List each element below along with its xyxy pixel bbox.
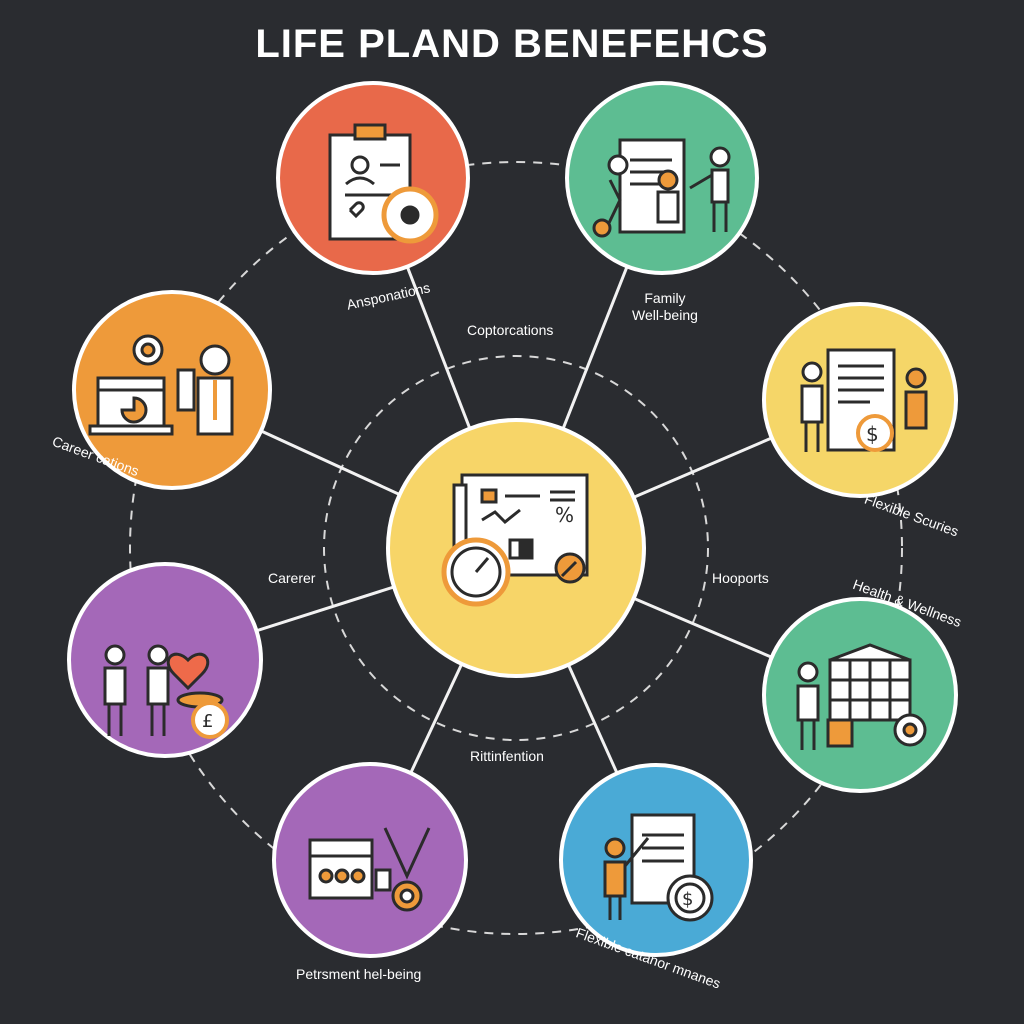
node-flexible-scuries[interactable]: $ [762, 302, 958, 498]
outer-dashed-ring [129, 161, 903, 935]
node-career-cations[interactable] [72, 290, 272, 490]
calendar-gear-icon [796, 643, 927, 750]
node-petrsment[interactable] [272, 762, 468, 958]
svg-text:$: $ [866, 422, 879, 446]
career-laptop-icon [88, 334, 234, 436]
center-label-right: Hooports [712, 570, 769, 586]
center-label-top: Coptorcations [467, 322, 554, 338]
node-6-label: Petrsment hel-being [296, 966, 422, 982]
svg-text:$: $ [682, 889, 693, 910]
node-family-well-being[interactable] [565, 81, 759, 275]
center-label-left: Carerer [268, 570, 316, 586]
page-title: LIFE PLAND BENEFEHCS [255, 22, 769, 66]
node-flexible-catanor[interactable]: $ [559, 763, 753, 957]
svg-text:£: £ [202, 711, 213, 732]
center-label-bottom: Rittinfention [470, 748, 544, 764]
clipboard-clock-icon [328, 123, 439, 244]
document-gear-icon: $ [603, 813, 714, 922]
node-health-wellness[interactable] [762, 597, 958, 793]
node-2-label-line1: Family [644, 290, 686, 306]
family-presentation-icon [592, 138, 731, 238]
node-anspondations[interactable] [276, 81, 470, 275]
plan-dashboard-icon: % [441, 473, 589, 607]
finance-meeting-icon: $ [800, 348, 928, 452]
node-8-circle [72, 290, 272, 490]
calendar-stethoscope-icon [308, 827, 431, 912]
node-care-coins[interactable]: £ [67, 562, 263, 758]
svg-text:%: % [555, 503, 574, 527]
node-2-label: Family Well-being [632, 290, 698, 324]
node-2-label-line2: Well-being [632, 307, 698, 323]
care-coins-icon: £ [103, 644, 229, 739]
inner-dashed-ring [323, 355, 709, 741]
hub: % [386, 418, 646, 678]
